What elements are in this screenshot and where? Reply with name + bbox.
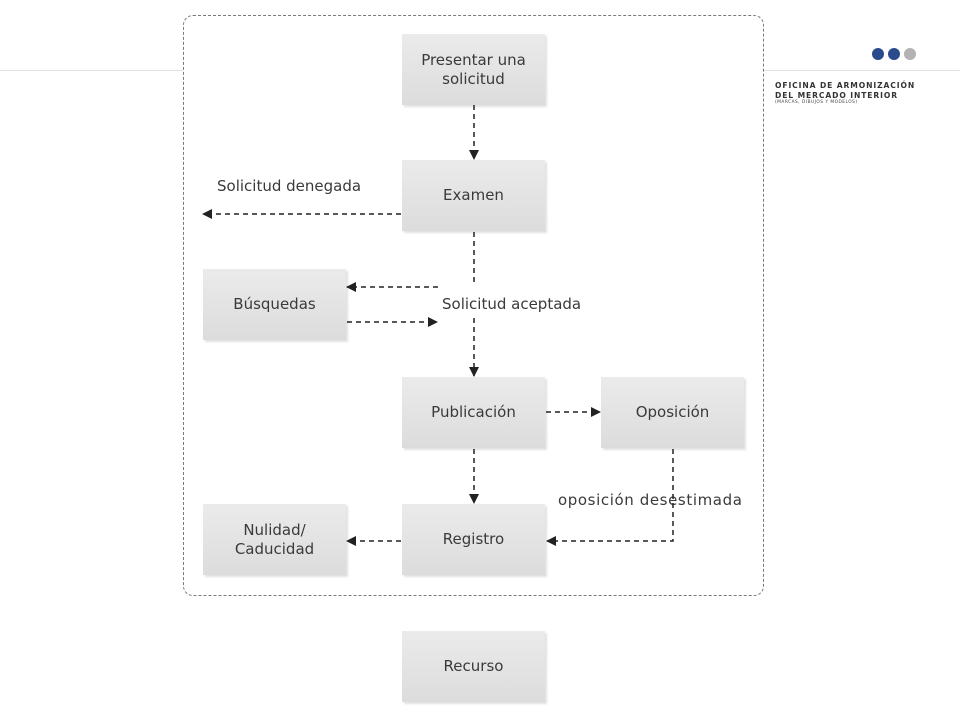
logo-dot-1	[872, 48, 884, 60]
logo-line-2: DEL MERCADO INTERIOR	[775, 91, 898, 100]
arrow-oposicion-to-registro	[546, 449, 674, 546]
logo-line-1: OFICINA DE ARMONIZACIÓN	[775, 81, 916, 90]
label-solicitud-denegada: Solicitud denegada	[217, 177, 362, 195]
box-nulidad-caducidad: Nulidad/ Caducidad	[203, 504, 346, 575]
label-solicitud-aceptada: Solicitud aceptada	[442, 295, 582, 313]
box-registro: Registro	[402, 504, 545, 575]
logo-line-3: (MARCAS, DIBUJOS Y MODELOS)	[775, 100, 858, 105]
label-oposicion-desestimada: oposición desestimada	[558, 491, 743, 509]
box-examen: Examen	[402, 160, 545, 231]
box-oposicion: Oposición	[601, 377, 744, 448]
box-busquedas: Búsquedas	[203, 269, 346, 340]
ohim-logo: OFICINA DE ARMONIZACIÓN DEL MERCADO INTE…	[775, 48, 935, 118]
box-publicacion: Publicación	[402, 377, 545, 448]
logo-dot-2	[888, 48, 900, 60]
box-recurso: Recurso	[402, 631, 545, 702]
box-presentar-solicitud: Presentar una solicitud	[402, 34, 545, 105]
logo-dot-3	[904, 48, 916, 60]
